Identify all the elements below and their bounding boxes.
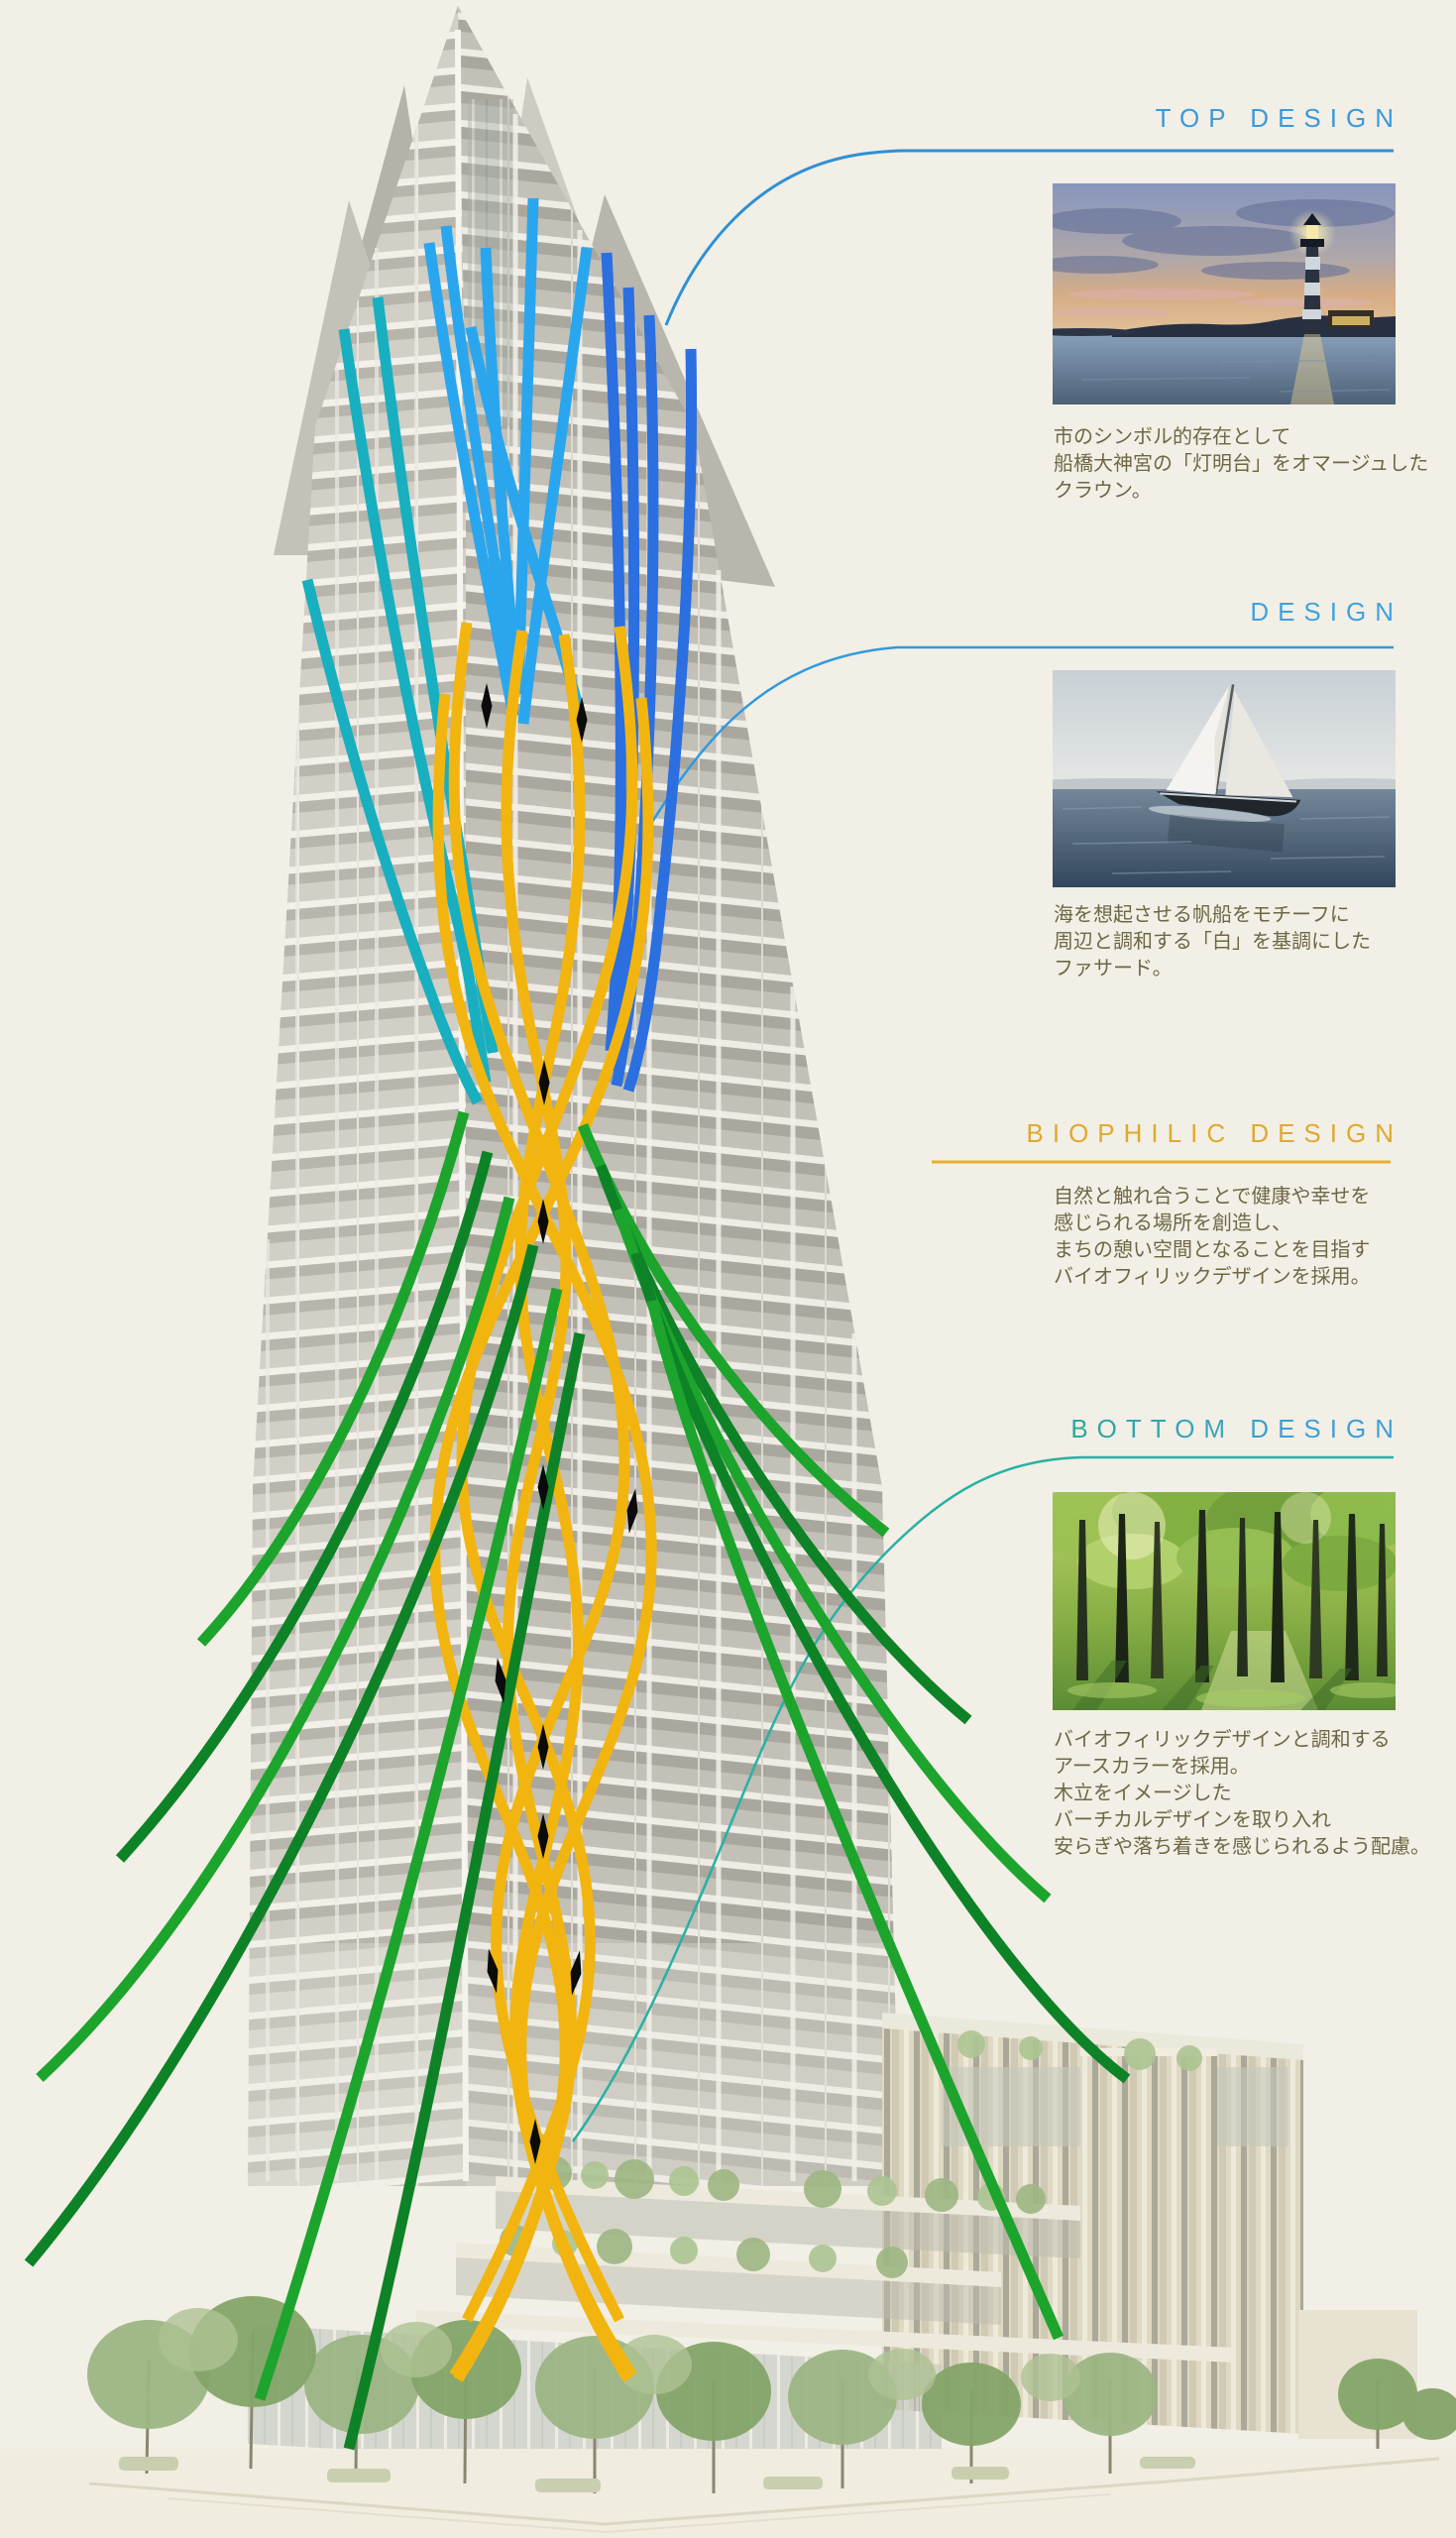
ribbon-crossing-knots: [481, 683, 638, 2164]
top-design-text: 市のシンボル的存在として 船橋大神宮の「灯明台」をオマージュした クラウン。: [1054, 426, 1429, 502]
section-title-bottom-design: BOTTOM DESIGN: [1070, 1414, 1402, 1443]
yellow-ribbons: [429, 622, 657, 2382]
lighthouse: [1288, 209, 1374, 330]
sailboat: [1148, 684, 1301, 853]
street-level-landscape: [0, 2296, 1456, 2538]
section-title-biophilic-design: BIOPHILIC DESIGN: [1026, 1118, 1402, 1148]
green-ribbons: [24, 1110, 1131, 2451]
white-sailboat-photo: [1053, 670, 1396, 887]
design-connector-line: [638, 645, 1394, 842]
section-title-design: DESIGN: [1250, 597, 1402, 627]
section-title-top-design: TOP DESIGN: [1155, 103, 1402, 133]
bottom-design-text: バイオフィリックデザインと調和する アースカラーを採用。 木立をイメージした バ…: [1054, 1729, 1430, 1858]
forest-grove-photo: [1053, 1492, 1396, 1710]
biophilic-design-text: 自然と触れ合うことで健康や幸せを 感じられる場所を創造し、 まちの憩い空間となる…: [1054, 1186, 1371, 1288]
podium-building: [238, 1943, 1456, 2538]
lighthouse-at-dusk-photo: [1053, 183, 1396, 404]
design-text: 海を想起させる帆船をモチーフに 周辺と調和する「白」を基調にした ファサード。: [1054, 904, 1371, 980]
bottom-design-connector-line: [571, 1455, 1394, 2142]
top-design-connector-line: [664, 149, 1394, 326]
tower-body: [248, 6, 900, 2186]
tree-trunks: [1076, 1510, 1388, 1682]
